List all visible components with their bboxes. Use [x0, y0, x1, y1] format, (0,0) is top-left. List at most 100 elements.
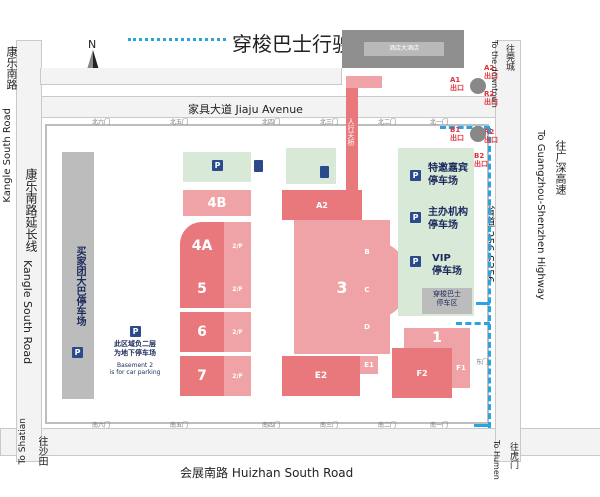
exit-r2-south-sub: 出口: [484, 136, 498, 144]
exit-a2-code: A2: [484, 64, 495, 72]
hall-7[interactable]: 7: [180, 356, 224, 396]
road-label-kangle-top-en: Kangle South Road: [2, 108, 13, 203]
road-label-shatian-en: To Shatian: [18, 418, 28, 465]
road-kangle-south: [16, 40, 42, 462]
bridge-top: [346, 76, 382, 88]
hall-f2-label: F2: [416, 368, 428, 378]
parking-icon-vip-guest: P: [410, 170, 421, 181]
parking-major-inst: 主办机构 停车场: [428, 207, 468, 231]
road-label-kangle-ext-en: Kangle South Road: [21, 260, 34, 365]
hall-a1-label: A1: [361, 209, 373, 217]
hall-4a-label: 4A: [191, 238, 213, 254]
gate-south-5: 南五门: [170, 422, 189, 429]
hall-a2[interactable]: A2: [282, 190, 362, 220]
gate-north-6: 北六门: [92, 119, 111, 126]
hall-4b[interactable]: 4B: [183, 190, 251, 216]
gate-east: 东门: [476, 359, 489, 366]
hall-b-label: B: [364, 248, 370, 256]
shuttle-route-mid: [456, 322, 490, 325]
hall-f1-label: F1: [456, 364, 466, 372]
hall-6[interactable]: 6: [180, 312, 224, 352]
exit-b2-sub: 出口: [474, 160, 488, 168]
parking-icon-west-top: P: [212, 160, 223, 171]
road-top-left: [40, 68, 342, 85]
road-label-shatian-cn: 往沙田: [36, 436, 47, 466]
hall-c-label-block: C: [356, 283, 378, 297]
parking-vip-guest: 特邀嘉宾 停车场: [428, 163, 468, 187]
road-s256: [495, 40, 521, 462]
exit-r2-north-code: R2: [484, 90, 495, 98]
shuttle-area-label: 穿梭巴士 停车区: [433, 290, 461, 307]
hall-e2-label: E2: [314, 371, 328, 381]
hall-f1[interactable]: F1: [452, 348, 470, 388]
bus-icon-west-top: [254, 160, 263, 172]
exit-b1-code: B1: [450, 126, 461, 134]
road-label-guangshen-cn: 往广深高速: [554, 140, 567, 195]
hall-5-side: 2/F: [224, 270, 251, 308]
title-dash-left: [128, 38, 226, 41]
metro-icon-east: [470, 126, 486, 142]
gate-north-4: 北四门: [262, 119, 281, 126]
hall-c-label: C: [364, 286, 370, 294]
bridge-label: 人行天桥: [347, 118, 355, 146]
hall-5[interactable]: 5: [180, 270, 224, 308]
gate-north-5: 北五门: [170, 119, 189, 126]
road-label-downtown-cn: 往莞城: [504, 44, 514, 71]
shuttle-route-north-link: [440, 126, 490, 129]
hall-7-side: 2/F: [224, 356, 251, 396]
gate-south-1: 南一门: [430, 422, 449, 429]
exit-a1-sub: 出口: [450, 84, 464, 92]
parking-vip: VIP 停车场: [432, 253, 462, 277]
shuttle-arrow-icon: [476, 302, 490, 305]
parking-icon-major-inst: P: [410, 212, 421, 223]
hall-6-label: 6: [197, 324, 207, 340]
bus-icon-central: [320, 166, 329, 178]
gate-south-6: 南六门: [92, 422, 111, 429]
shuttle-route-south: [474, 424, 490, 427]
road-label-guangshen-en: To Guangzhou-Shenzhen Highway: [535, 130, 546, 300]
north-label: N: [88, 38, 97, 51]
hall-7-floor: 2/F: [232, 372, 243, 380]
hall-e1[interactable]: E1: [360, 356, 378, 374]
metro-icon-north: [470, 78, 486, 94]
road-label-jiaju: 家具大道 Jiaju Avenue: [188, 103, 303, 116]
hall-1[interactable]: 1: [404, 328, 470, 348]
gate-south-3: 南三门: [320, 422, 339, 429]
exit-r2-south-code: R2: [484, 128, 495, 136]
parking-icon-vip: P: [410, 256, 421, 267]
hall-f2[interactable]: F2: [392, 348, 452, 398]
hall-4a-floor: 2/F: [232, 242, 243, 250]
shuttle-area[interactable]: [422, 288, 472, 314]
hall-5-floor: 2/F: [232, 285, 243, 293]
exit-r2-north-sub: 出口: [484, 98, 498, 106]
buyer-bus-parking-label: 买家团大巴停车场: [74, 246, 85, 326]
hall-4a[interactable]: 4A: [180, 222, 224, 270]
hall-b-label-block: B: [356, 245, 378, 259]
road-label-kangle-top-cn: 康乐南路: [5, 46, 18, 90]
shuttle-route-east: [488, 128, 491, 428]
hall-7-label: 7: [197, 368, 207, 384]
basement-label-cn: 此区域负二层 为地下停车场: [114, 340, 156, 357]
hall-a2-label: A2: [316, 200, 328, 210]
gate-south-4: 南四门: [262, 422, 281, 429]
hall-5-label: 5: [197, 281, 207, 297]
hall-a1-label-block: A1: [356, 206, 378, 220]
basement-label-en: Basement 2 is for car parking: [109, 362, 161, 376]
hall-4a-side: 2/F: [224, 222, 251, 270]
bridge-stripe: [346, 76, 358, 192]
exit-a2-sub: 出口: [484, 72, 498, 80]
hall-1-label: 1: [432, 330, 442, 346]
hall-3-label: 3: [336, 277, 348, 297]
road-label-downtown-en: To the downtown: [490, 40, 499, 108]
hall-6-floor: 2/F: [232, 328, 243, 336]
buyer-bus-parking-icon: P: [72, 347, 83, 358]
hall-e2[interactable]: E2: [282, 356, 360, 396]
road-label-huizhan: 会展南路 Huizhan South Road: [180, 466, 354, 480]
basement-parking-icon: P: [130, 326, 141, 337]
